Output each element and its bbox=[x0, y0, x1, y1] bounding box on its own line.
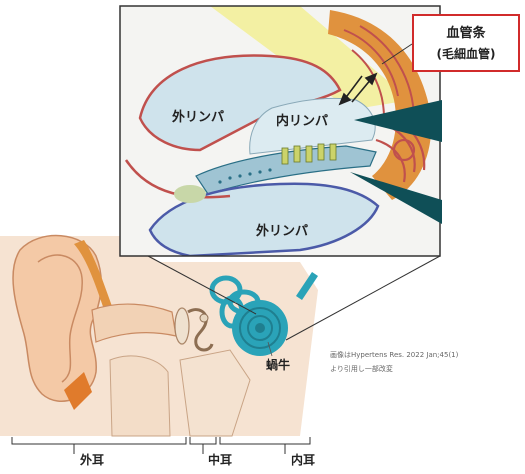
nerve-blob bbox=[174, 185, 206, 203]
ossicle-joint bbox=[200, 314, 208, 322]
label-inner-ear: 内耳 bbox=[291, 451, 315, 468]
bone-shape bbox=[110, 356, 170, 436]
label-perilymph-lower: 外リンパ bbox=[256, 220, 308, 239]
label-endolymph: 内リンパ bbox=[276, 110, 328, 129]
region-brackets bbox=[12, 437, 310, 454]
citation: 画像はHypertens Res. 2022 Jan;45(1) より引用し一部… bbox=[330, 348, 490, 376]
label-perilymph-upper: 外リンパ bbox=[172, 106, 224, 125]
eardrum bbox=[175, 308, 189, 344]
label-outer-ear: 外耳 bbox=[80, 451, 104, 468]
citation-line-2: より引用し一部改変 bbox=[330, 362, 490, 376]
zoom-window bbox=[120, 6, 440, 256]
label-middle-ear: 中耳 bbox=[208, 451, 232, 468]
callout-line-2: (毛細血管) bbox=[414, 45, 518, 62]
label-cochlea: 蝸牛 bbox=[266, 356, 290, 373]
ear-anatomy bbox=[0, 236, 440, 436]
citation-line-1: 画像はHypertens Res. 2022 Jan;45(1) bbox=[330, 348, 490, 362]
callout-line-1: 血管条 bbox=[414, 22, 518, 41]
cochlea-graphic bbox=[232, 300, 288, 356]
stria-vascularis-callout: 血管条 (毛細血管) bbox=[412, 14, 520, 72]
